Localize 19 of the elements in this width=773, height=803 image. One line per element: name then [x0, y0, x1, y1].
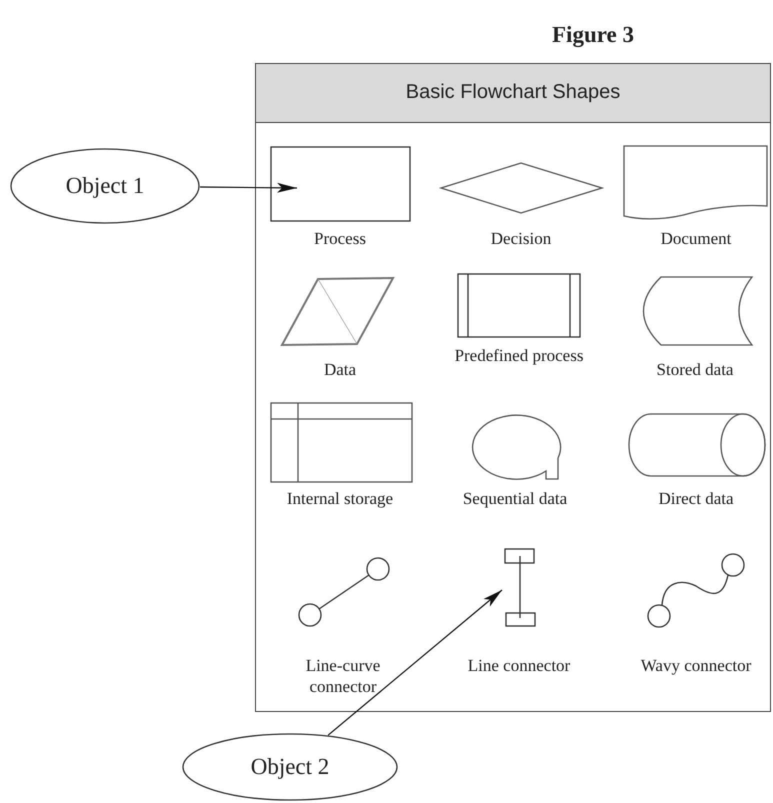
shape-label: Predefined process — [454, 345, 584, 366]
shape-label: Line-curve connector — [304, 655, 382, 697]
panel-title: Basic Flowchart Shapes — [406, 81, 620, 104]
shape-label: Decision — [490, 228, 552, 249]
shape-label: Data — [322, 359, 358, 380]
callout-label: Object 2 — [250, 754, 330, 780]
shape-label: Process — [313, 228, 367, 249]
shape-label: Wavy connector — [640, 655, 752, 676]
arrow — [328, 590, 502, 736]
shape-label: Direct data — [657, 488, 735, 509]
shape-label: Line connector — [466, 655, 572, 676]
panel-frame — [255, 63, 771, 712]
shape-label: Internal storage — [286, 488, 394, 509]
callout-label: Object 1 — [66, 173, 144, 199]
figure-title: Figure 3 — [552, 22, 634, 48]
shape-label: Document — [660, 228, 732, 249]
shape-label: Stored data — [656, 359, 734, 380]
arrow — [200, 182, 297, 193]
shape-label: Sequential data — [462, 488, 568, 509]
